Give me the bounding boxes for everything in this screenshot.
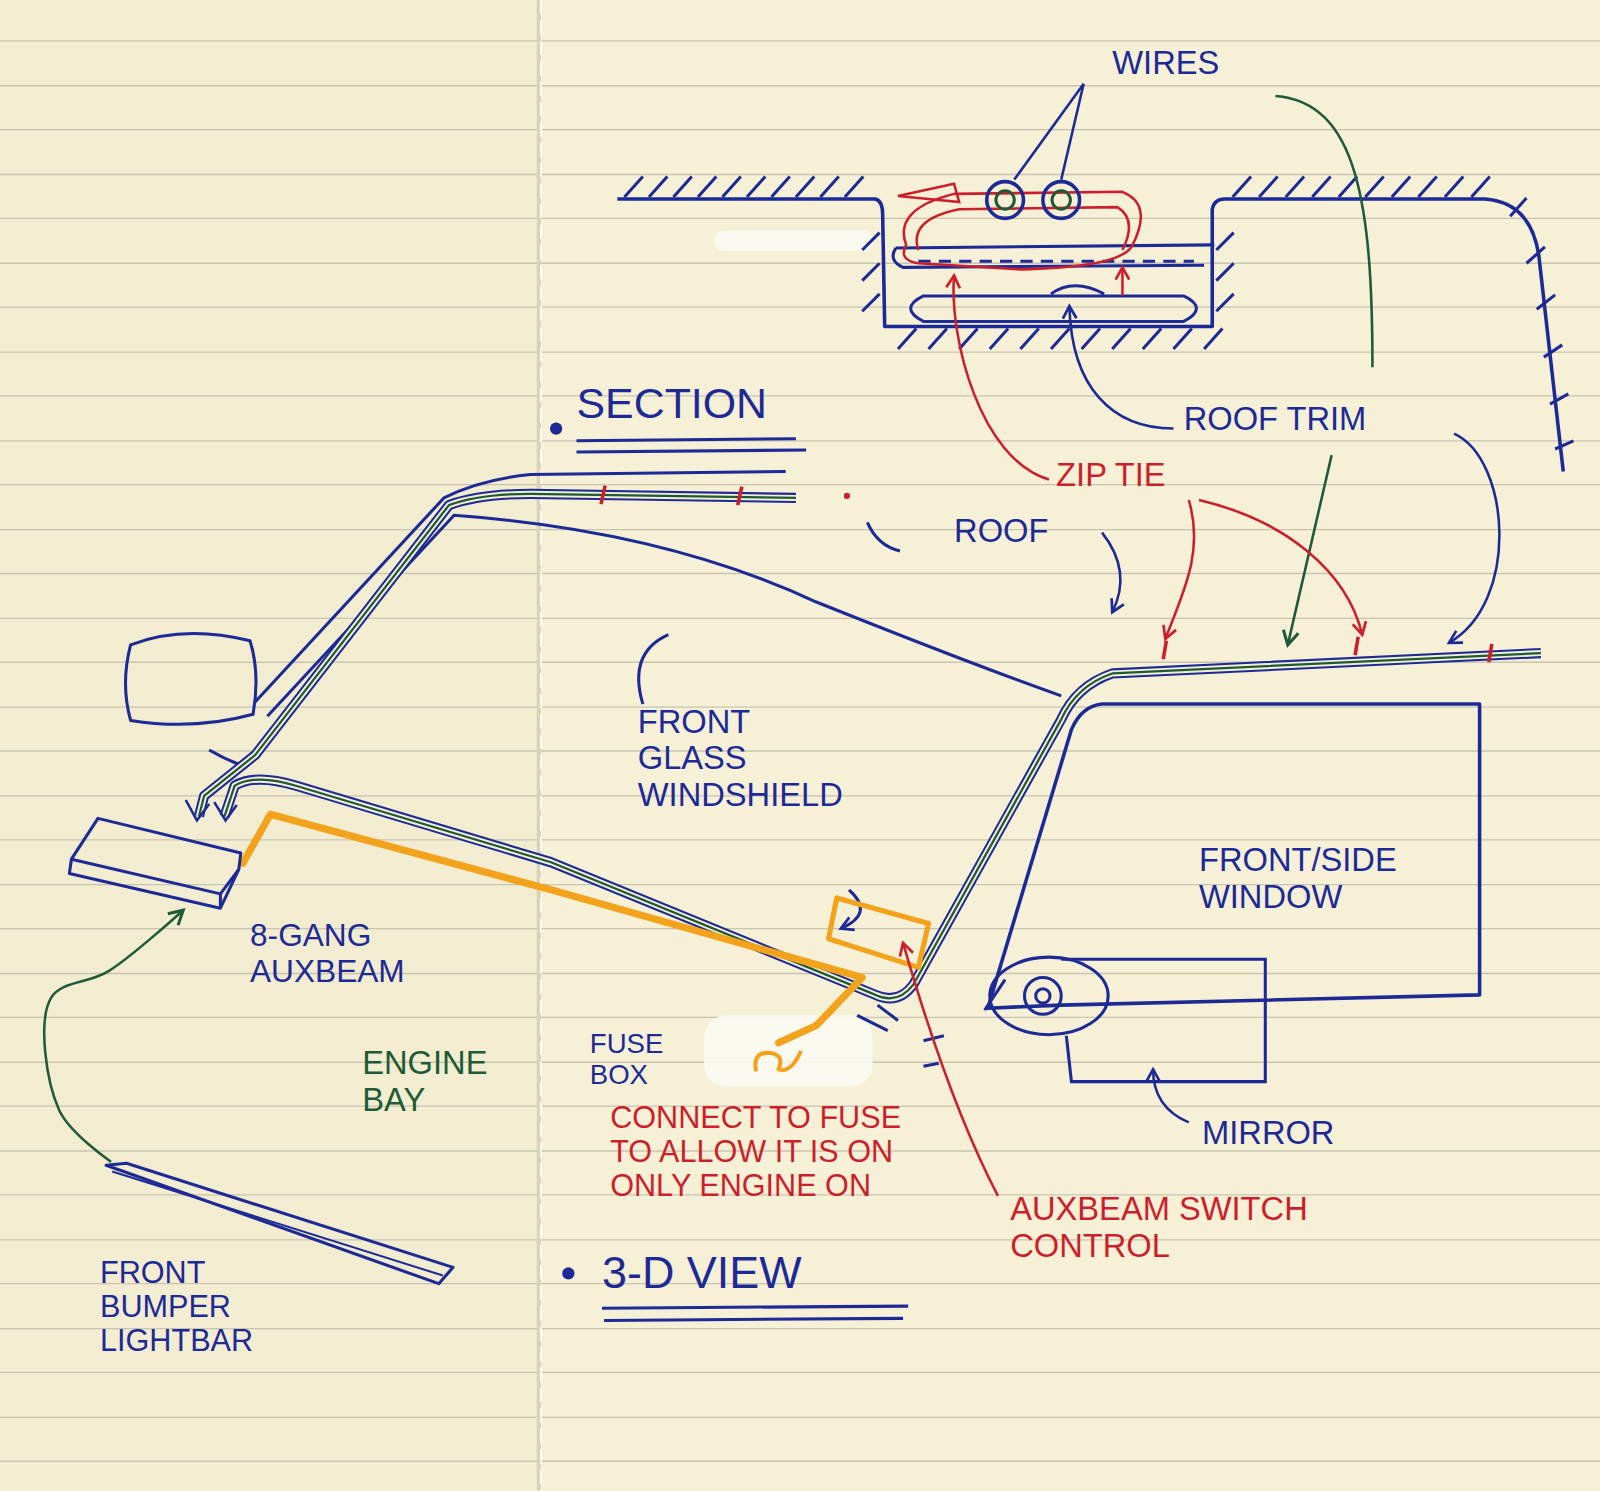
callout-label: AUXBEAM SWITCH CONTROL [1010, 1192, 1459, 1265]
note: CONNECT TO FUSE TO ALLOW IT IS ON ONLY E… [610, 1100, 916, 1203]
correction-patch [714, 231, 872, 251]
leader-arrow [954, 276, 1049, 480]
callout-label-box: FRONT GLASS WINDSHIELD [638, 704, 843, 814]
windshield-top-outline [267, 515, 1061, 716]
headlamp-outline [126, 634, 256, 725]
bullet-dot [550, 422, 562, 434]
page-spine [537, 0, 541, 1491]
callout-label-box: ROOF TRIM [1184, 401, 1367, 438]
auxbeam-box-shape [67, 816, 243, 910]
ruled-lines [0, 41, 1600, 1461]
auxbeam-box: 8-GANG AUXBEAM [67, 816, 243, 910]
wire-section [987, 182, 1024, 219]
node-label: FRONT/SIDE WINDOW [1199, 843, 1397, 916]
leader-arrow [1153, 1069, 1189, 1122]
wire-connector [243, 814, 862, 1043]
leader-arrow [841, 890, 861, 929]
left-page [0, 0, 539, 1491]
bullet-dot [562, 1267, 574, 1279]
callout-label-box: MIRROR [1202, 1115, 1334, 1152]
auxbeam-box-outline [69, 818, 240, 908]
leader-arrow [1069, 306, 1173, 428]
mirror-pivot [1024, 978, 1061, 1015]
leader-arrow [1449, 434, 1499, 643]
callout-label-box: AUXBEAM SWITCH CONTROL [1010, 1192, 1459, 1265]
leader-arrow [1165, 500, 1194, 639]
window-outline-outline [988, 704, 1480, 1008]
window-outline: FRONT/SIDE WINDOW [985, 702, 1483, 1010]
callout-label-box: ZIP TIE [1056, 457, 1165, 494]
roof-outline [255, 471, 786, 702]
region-label: ENGINE BAY [362, 1046, 487, 1119]
leader-arrow [1199, 500, 1362, 635]
auxbeam-box-outline [71, 859, 238, 908]
pen-dot [844, 493, 850, 499]
roof-ground-line [617, 199, 1563, 471]
view-title-box: 3-D VIEW [602, 1247, 802, 1297]
wire-entry-arrows [186, 800, 237, 820]
view-title-box: SECTION [577, 380, 767, 428]
double-underline [602, 1306, 908, 1320]
callout-label: ZIP TIE [1056, 457, 1165, 494]
leader-line [1276, 96, 1373, 367]
note-box: CONNECT TO FUSE TO ALLOW IT IS ON ONLY E… [610, 1100, 916, 1203]
callout-label: WIRES [1112, 46, 1219, 83]
leader-line [1014, 84, 1083, 180]
wire-section [1043, 182, 1080, 219]
node-label: FUSE BOX [590, 1029, 663, 1091]
leader-arrow [1102, 533, 1120, 613]
zip-tie-head [898, 184, 959, 202]
switch-box [829, 898, 929, 967]
bracket [639, 635, 669, 704]
binding-thread [540, 0, 542, 1491]
fuse-box-outline [755, 1051, 801, 1071]
region-label-box: ENGINE BAY [362, 1046, 487, 1119]
wire-connector [44, 910, 183, 1161]
wire-core [996, 191, 1014, 209]
lightbar: FRONT BUMPER LIGHTBAR [100, 1161, 455, 1285]
node-label: 8-GANG AUXBEAM [250, 918, 405, 989]
mirror-housing [985, 959, 1266, 1081]
mirror-glass [990, 957, 1108, 1035]
node-label: FRONT BUMPER LIGHTBAR [100, 1255, 253, 1358]
callout-label-box: WIRES [1112, 46, 1219, 83]
trim-seam [918, 260, 1194, 263]
roof-squiggle [867, 522, 900, 551]
zip-tie-arrow [1121, 267, 1124, 296]
double-underline [577, 439, 807, 452]
correction-patch [704, 1015, 872, 1086]
leader-arrow [1288, 455, 1332, 645]
zip-tie-marks [601, 486, 1492, 663]
wire-core [1052, 191, 1070, 209]
callout-label: FRONT GLASS WINDSHIELD [638, 704, 843, 814]
mirror-pivot [1036, 989, 1050, 1003]
view-title: SECTION [577, 380, 767, 428]
callout-label-box: ROOF [954, 513, 1048, 550]
callout-label: MIRROR [1202, 1115, 1334, 1152]
view-title: 3-D VIEW [602, 1247, 802, 1297]
fuse-box: FUSE BOX [750, 1043, 807, 1078]
fuse-box-shape [750, 1043, 807, 1078]
leader-arrow [903, 943, 998, 1196]
callout-label: ROOF TRIM [1184, 401, 1367, 438]
callout-label: ROOF [954, 513, 1048, 550]
